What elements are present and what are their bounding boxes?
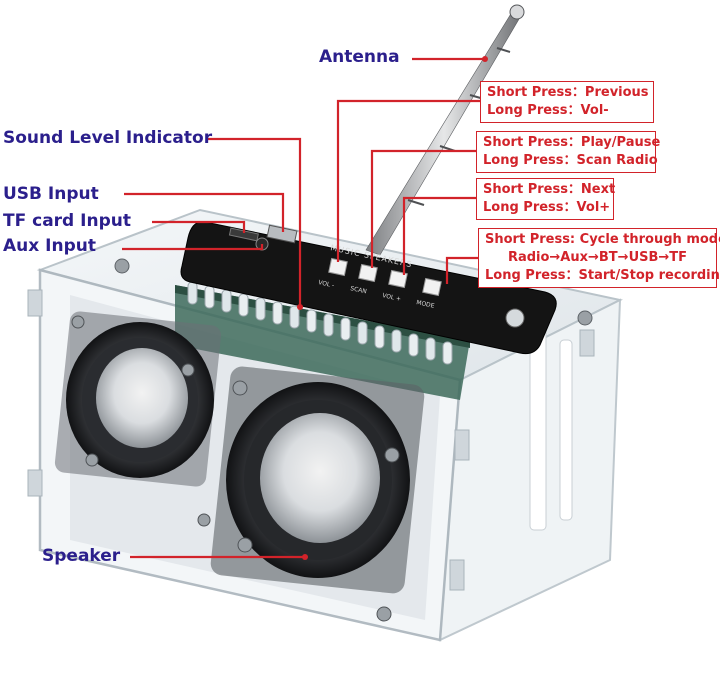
- callout-next: Short Press：Next Long Press：Vol+: [476, 178, 616, 220]
- led: [391, 329, 402, 353]
- callout-next-long: Long Press：Vol+: [483, 200, 611, 215]
- usb-input-label: USB Input: [3, 184, 99, 204]
- antenna-rod: [365, 4, 525, 256]
- led: [289, 305, 300, 329]
- panel-mode-text: MODE: [416, 299, 436, 310]
- callout-lines: [122, 57, 485, 559]
- led-row: [187, 281, 453, 365]
- led: [306, 309, 317, 333]
- speaker-label: Speaker: [42, 546, 121, 566]
- callout-mode: Short Press: Cycle through mode Radio→Au…: [478, 228, 720, 288]
- callout-previous: Short Press：Previous Long Press：Vol-: [480, 81, 654, 123]
- callout-next-short: Short Press：Next: [483, 182, 616, 197]
- callout-previous-short: Short Press：Previous: [487, 85, 649, 100]
- callout-play-long: Long Press：Scan Radio: [483, 153, 658, 168]
- callout-play-pause: Short Press：Play/Pause Long Press：Scan R…: [476, 131, 661, 173]
- led: [255, 297, 266, 321]
- tf-card-input-label: TF card Input: [3, 211, 131, 231]
- led: [204, 285, 215, 309]
- callout-mode-cycle: Radio→Aux→BT→USB→TF: [507, 250, 688, 265]
- panel-scan-text: SCAN: [350, 285, 368, 295]
- led: [187, 281, 198, 305]
- callout-play-short: Short Press：Play/Pause: [483, 135, 661, 150]
- led: [323, 313, 334, 337]
- led: [442, 341, 453, 365]
- speaker-right: [197, 366, 425, 622]
- callout-dots: [297, 56, 488, 560]
- sound-level-indicator-label: Sound Level Indicator: [3, 128, 213, 148]
- antenna-label: Antenna: [319, 47, 400, 67]
- led: [408, 333, 419, 357]
- callout-mode-long: Long Press：Start/Stop recording: [485, 268, 720, 283]
- callout-mode-short: Short Press: Cycle through mode: [485, 232, 720, 247]
- panel-vol-minus-text: VOL -: [318, 279, 335, 289]
- callout-previous-long: Long Press：Vol-: [487, 103, 609, 118]
- led: [272, 301, 283, 325]
- speaker-left: [54, 311, 222, 487]
- led: [221, 289, 232, 313]
- control-panel: [180, 221, 557, 355]
- led: [340, 317, 351, 341]
- led: [425, 337, 436, 361]
- led: [357, 321, 368, 345]
- panel-vol-plus-text: VOL +: [382, 292, 402, 303]
- aux-input-label: Aux Input: [3, 236, 96, 256]
- led: [238, 293, 249, 317]
- led: [374, 325, 385, 349]
